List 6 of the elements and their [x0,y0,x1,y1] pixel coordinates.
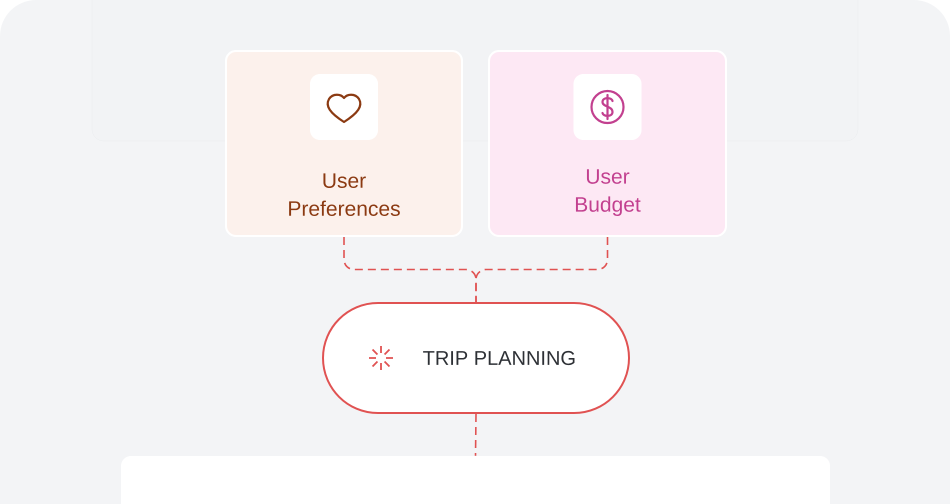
connector [475,237,608,302]
card: User Budget [488,50,727,237]
content-panel [121,456,830,504]
process-pill: TRIP PLANNING [322,302,630,414]
card: User Preferences [225,50,463,237]
connector [474,414,477,456]
